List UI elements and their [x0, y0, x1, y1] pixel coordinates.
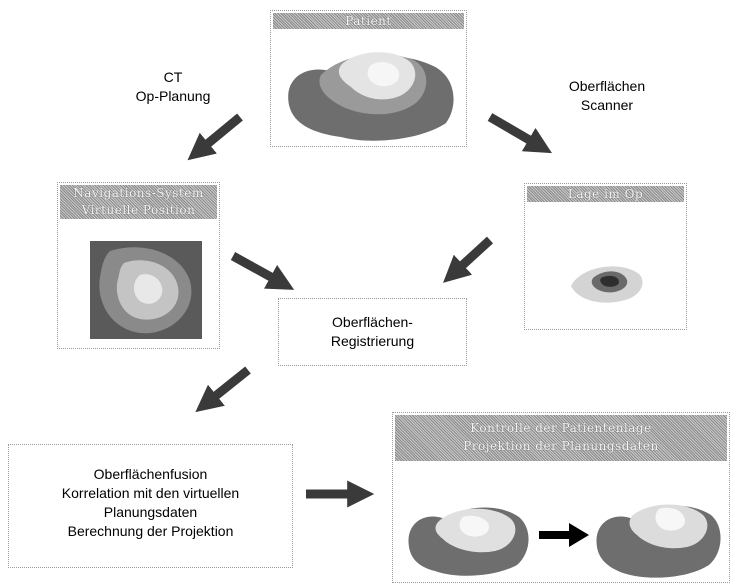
arrow-icon: [443, 236, 494, 283]
patient-box: Patient: [270, 10, 467, 147]
lage-box: Lage im Op: [524, 183, 687, 330]
kontrolle-header: Kontrolle der Patientenlage Projektion d…: [395, 415, 727, 461]
fusion-text: Oberflächenfusion Korrelation mit den vi…: [9, 465, 292, 541]
registrierung-line2: Registrierung: [330, 333, 415, 349]
arrow-icon: [195, 366, 251, 413]
registrierung-text: Oberflächen- Registrierung: [279, 313, 466, 351]
fusion-line1: Oberflächenfusion: [93, 466, 208, 482]
navigation-header: Navigations-System Virtuelle Position: [60, 185, 217, 219]
virtual-position-image: [90, 241, 202, 339]
scanner-label: Oberflächen Scanner: [552, 77, 662, 115]
arrow-icon: [230, 252, 295, 290]
kontrolle-box: Kontrolle der Patientenlage Projektion d…: [392, 412, 730, 583]
navigation-header-line2: Virtuelle Position: [81, 203, 196, 217]
kontrolle-after-image: [596, 504, 721, 578]
fusion-box: Oberflächenfusion Korrelation mit den vi…: [8, 444, 293, 568]
navigation-box: Navigations-System Virtuelle Position: [57, 182, 220, 349]
navigation-header-line1: Navigations-System: [73, 186, 204, 200]
ct-label: CT Op-Planung: [128, 68, 218, 106]
scanner-label-line2: Scanner: [580, 97, 634, 113]
kontrolle-header-line2: Projektion der Planungsdaten: [463, 439, 659, 453]
ct-label-line1: CT: [163, 69, 183, 85]
arrow-icon: [487, 113, 552, 154]
fusion-line2: Korrelation mit den virtuellen: [61, 485, 240, 501]
kontrolle-before-image: [408, 507, 529, 576]
surface-scan-image: [571, 266, 643, 303]
kontrolle-header-line1: Kontrolle der Patientenlage: [470, 421, 652, 435]
registrierung-line1: Oberflächen-: [332, 314, 413, 330]
fusion-line4: Berechnung der Projektion: [67, 523, 234, 539]
patient-header: Patient: [273, 13, 464, 29]
scanner-label-line1: Oberflächen: [568, 78, 646, 94]
ct-label-line2: Op-Planung: [135, 88, 211, 104]
registrierung-box: Oberflächen- Registrierung: [278, 298, 467, 366]
patient-scan-image: [288, 52, 454, 141]
arrow-icon: [187, 113, 243, 161]
kontrolle-arrow-icon: [539, 523, 589, 547]
lage-header: Lage im Op: [527, 186, 684, 202]
fusion-line3: Planungsdaten: [103, 504, 198, 520]
